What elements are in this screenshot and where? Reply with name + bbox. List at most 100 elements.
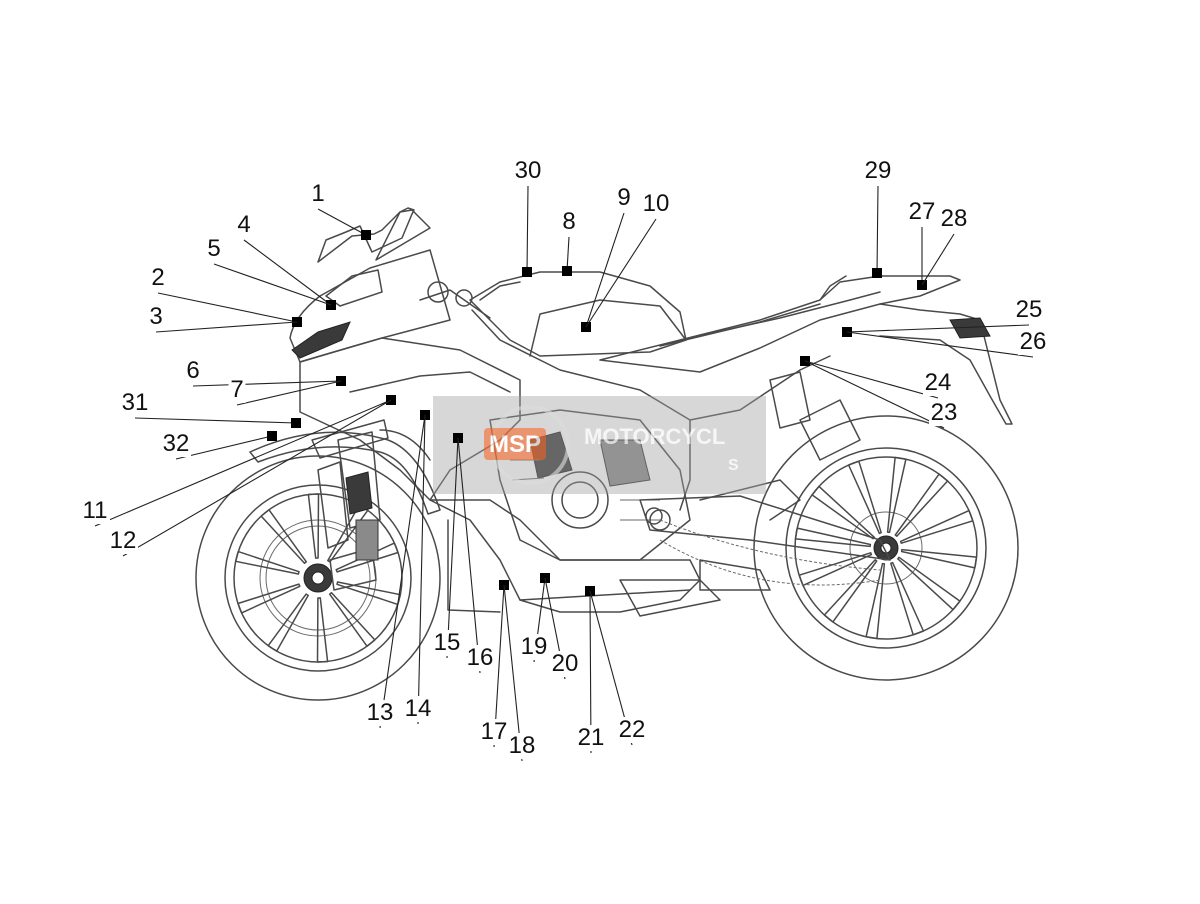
callout-leader-30 bbox=[526, 185, 529, 273]
callout-label-bg bbox=[403, 696, 433, 722]
callout-leader-11 bbox=[94, 399, 392, 527]
callout-label-25: 25 bbox=[1016, 296, 1043, 323]
callout-label-19: 19 bbox=[521, 633, 548, 660]
wheel-spoke bbox=[894, 473, 949, 537]
callout-label-bg bbox=[228, 377, 246, 403]
callout-marker-30 bbox=[522, 267, 532, 277]
callout-label-bg bbox=[80, 498, 110, 524]
front-fork bbox=[311, 419, 389, 591]
callout-label-bg bbox=[108, 528, 138, 554]
callout-leader-14 bbox=[417, 414, 426, 725]
callout-label-bg bbox=[615, 185, 633, 211]
wheel-spoke bbox=[336, 581, 402, 606]
callout-label-1: 1 bbox=[311, 180, 324, 207]
callout-label-5: 5 bbox=[207, 235, 220, 262]
callout-leader-32 bbox=[175, 435, 273, 460]
callout-marker-1 bbox=[361, 230, 371, 240]
callout-label-bg bbox=[120, 390, 150, 416]
wheel-spoke bbox=[794, 527, 872, 548]
wheel-spoke bbox=[328, 591, 376, 647]
callout-label-bg bbox=[1018, 329, 1048, 355]
callout-label-bg bbox=[560, 209, 578, 235]
fairing bbox=[289, 207, 701, 613]
callout-leader-6 bbox=[192, 380, 342, 387]
callout-marker-8 bbox=[562, 266, 572, 276]
callout-label-bg bbox=[309, 181, 327, 207]
callout-label-bg bbox=[617, 717, 647, 743]
callout-label-bg bbox=[365, 700, 395, 726]
wheel-spoke bbox=[798, 552, 873, 587]
callout-leader-7 bbox=[236, 380, 342, 406]
watermark-text: MOTORCYCL bbox=[584, 424, 725, 449]
callout-label-bg bbox=[184, 358, 202, 384]
callout-label-bg bbox=[161, 431, 191, 457]
wheel-spoke bbox=[900, 548, 978, 569]
callout-leader-31 bbox=[134, 417, 297, 424]
callout-label-bg bbox=[641, 191, 671, 217]
callout-leader-2 bbox=[157, 292, 298, 323]
swingarm bbox=[619, 479, 891, 617]
callout-leader-13 bbox=[379, 414, 426, 729]
callout-label-28: 28 bbox=[941, 205, 968, 232]
callout-leader-5 bbox=[213, 263, 332, 306]
callout-label-23: 23 bbox=[931, 399, 958, 426]
wheel-spoke bbox=[899, 509, 974, 544]
callout-label-bg bbox=[923, 370, 953, 396]
callout-label-30: 30 bbox=[515, 157, 542, 184]
wheel-spoke bbox=[886, 456, 907, 534]
wheel-spoke bbox=[316, 597, 329, 663]
callout-leader-15 bbox=[446, 437, 459, 659]
wheel-spoke bbox=[823, 559, 878, 623]
callout-label-6: 6 bbox=[186, 357, 199, 384]
wheel-spoke bbox=[890, 561, 925, 636]
callout-label-32: 32 bbox=[163, 430, 190, 457]
callout-label-18: 18 bbox=[509, 732, 536, 759]
callout-leader-10 bbox=[585, 218, 657, 328]
callout-marker-32 bbox=[267, 431, 277, 441]
callout-label-20: 20 bbox=[552, 650, 579, 677]
callout-label-11: 11 bbox=[83, 497, 108, 524]
callout-leader-1 bbox=[317, 208, 367, 236]
watermark: MSP MOTORCYCL S bbox=[433, 396, 766, 494]
callout-label-12: 12 bbox=[110, 527, 137, 554]
callout-leader-3 bbox=[155, 321, 298, 333]
callout-label-bg bbox=[147, 304, 165, 330]
wheel-spoke bbox=[260, 509, 308, 565]
callout-leader-23 bbox=[804, 360, 945, 429]
callout-leader-16 bbox=[457, 437, 481, 674]
callout-label-bg bbox=[519, 634, 549, 660]
wheel-spoke bbox=[897, 556, 961, 611]
callout-label-31: 31 bbox=[122, 389, 149, 416]
watermark-logo: MSP bbox=[489, 431, 541, 458]
callout-label-10: 10 bbox=[643, 190, 670, 217]
wheel-spoke bbox=[865, 562, 886, 640]
callout-leader-26 bbox=[846, 331, 1034, 358]
rear-wheel bbox=[753, 415, 1019, 681]
callout-label-bg bbox=[576, 725, 606, 751]
callout-label-bg bbox=[550, 651, 580, 677]
callout-label-17: 17 bbox=[481, 718, 508, 745]
callout-label-16: 16 bbox=[467, 644, 494, 671]
wheel-spoke bbox=[237, 583, 301, 614]
callout-leader-28 bbox=[921, 233, 955, 286]
callout-leader-24 bbox=[804, 360, 939, 399]
callout-label-4: 4 bbox=[237, 211, 250, 238]
callout-leader-12 bbox=[122, 399, 392, 557]
callout-label-bg bbox=[1014, 297, 1044, 323]
callout-label-14: 14 bbox=[405, 695, 432, 722]
callout-label-bg bbox=[235, 212, 253, 238]
callout-label-bg bbox=[513, 158, 543, 184]
wheel-spoke bbox=[307, 493, 320, 559]
callout-label-bg bbox=[939, 206, 969, 232]
callout-label-bg bbox=[507, 733, 537, 759]
callout-label-bg bbox=[479, 719, 509, 745]
callout-leader-9 bbox=[585, 212, 625, 328]
callout-label-bg bbox=[907, 199, 937, 225]
callout-label-21: 21 bbox=[578, 724, 605, 751]
watermark-subtext: S bbox=[728, 457, 739, 474]
callout-leader-18 bbox=[503, 584, 523, 762]
front-mudguard bbox=[249, 431, 441, 515]
callout-label-26: 26 bbox=[1020, 328, 1047, 355]
